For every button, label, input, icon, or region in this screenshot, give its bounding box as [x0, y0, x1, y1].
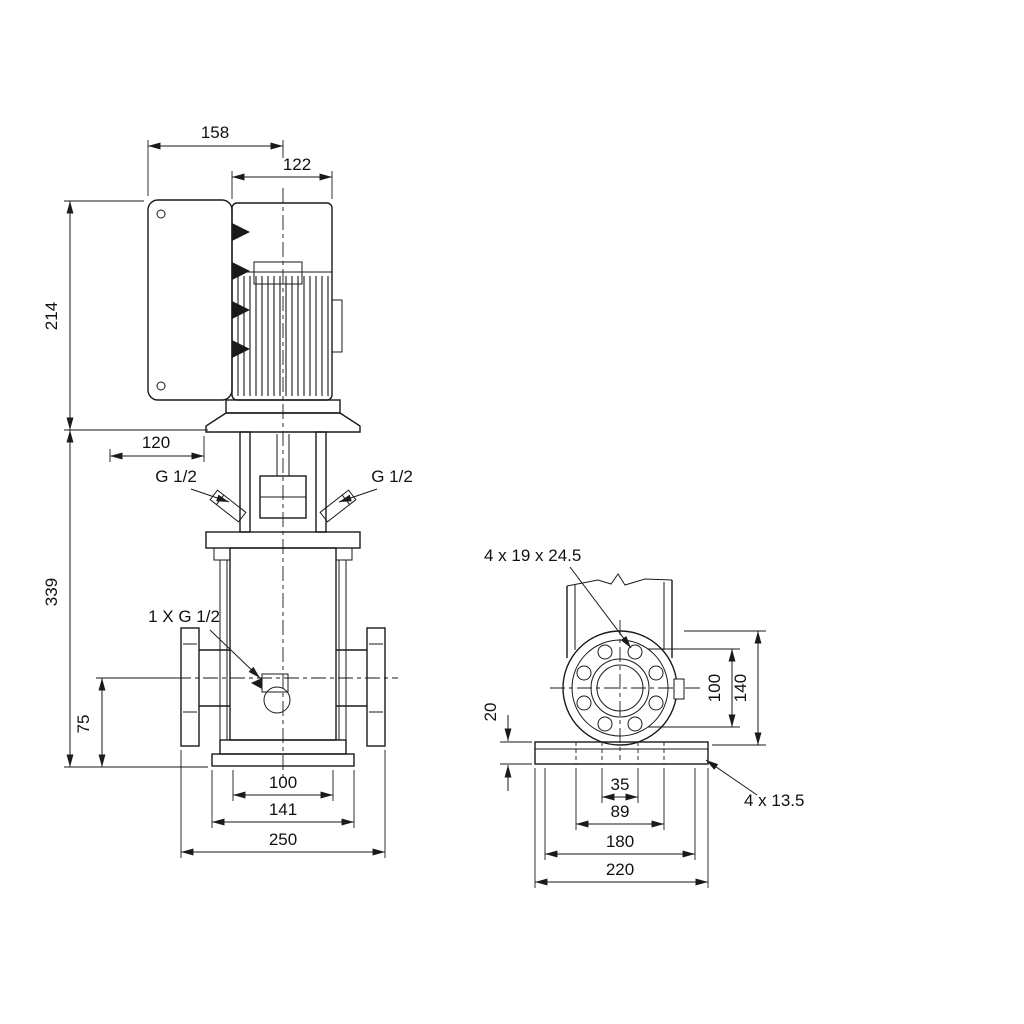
dim-158-label: 158: [201, 123, 229, 142]
suction-flange: [180, 627, 200, 747]
staybolt-nut-left: [213, 547, 231, 561]
dim-140-label: 140: [731, 674, 750, 702]
flange-bore: [596, 664, 644, 712]
leader-line-drain: [209, 629, 261, 679]
bolt-hole: [597, 644, 613, 660]
dim-122-label: 122: [283, 155, 311, 174]
dim-35-label: 35: [611, 775, 630, 794]
base-lower-front: [211, 753, 355, 767]
bolt-hole: [627, 716, 643, 732]
drain-plug-tip: [251, 678, 262, 689]
flange-bolt-lines: [183, 643, 383, 713]
motor-stool: [205, 412, 361, 433]
dim-141-label: 141: [269, 800, 297, 819]
dim-89-label: 89: [611, 802, 630, 821]
staybolt-nut-right: [335, 547, 353, 561]
bolt-hole: [648, 665, 664, 681]
dim-180-label: 180: [606, 832, 634, 851]
bolt-hole: [627, 644, 643, 660]
leader-line-gauge-right: [338, 488, 378, 503]
flange-hub-circle: [590, 658, 650, 718]
flange-side-tap: [673, 678, 685, 700]
drain-boss: [263, 686, 291, 714]
pump-shaft: [276, 434, 290, 476]
dim-339-label: 339: [42, 578, 61, 606]
gauge-plug-right-body: [319, 489, 357, 523]
drain-port-label: 1 X G 1/2: [148, 607, 220, 626]
break-line: [566, 573, 673, 587]
terminal-box: [253, 261, 303, 285]
flange-holes-label: 4 x 19 x 24.5: [484, 546, 581, 565]
front-view: 158 122 214 339 120 75 G 1/2 G 1/2 1 X G…: [42, 123, 413, 858]
flange-raised-face: [571, 639, 669, 737]
base-side: [534, 741, 709, 765]
dim-220-label: 220: [606, 860, 634, 879]
gauge-port-right-label: G 1/2: [371, 467, 413, 486]
dim-120-label: 120: [142, 433, 170, 452]
control-box-screw-top: [156, 209, 166, 219]
side-view: 4 x 19 x 24.5 20 100 140 35 89 180: [481, 546, 805, 888]
coupling-guard-right: [315, 431, 327, 533]
dim-20-label: 20: [481, 703, 500, 722]
cooling-fins: [237, 276, 329, 396]
motor-bracket: [331, 299, 343, 353]
discharge-flange: [366, 627, 386, 747]
port-stubs: [199, 649, 367, 707]
bolt-hole: [576, 665, 592, 681]
pump-column: [566, 580, 673, 658]
column-inner-lines: [574, 582, 665, 650]
anchor-hole-hidden-lines: [575, 742, 665, 764]
control-box: [147, 199, 233, 401]
box-clips: [232, 223, 250, 358]
bolt-hole: [597, 716, 613, 732]
bolt-hole: [576, 695, 592, 711]
control-box-screw-bottom: [156, 381, 166, 391]
dim-75-label: 75: [74, 715, 93, 734]
dim-100-front-label: 100: [269, 773, 297, 792]
bolt-hole: [648, 695, 664, 711]
dim-214-label: 214: [42, 302, 61, 330]
coupling-guard-left: [239, 431, 251, 533]
leader-line-gauge-left: [190, 488, 230, 503]
leader-line-base-holes: [705, 759, 758, 796]
base-holes-label: 4 x 13.5: [744, 791, 805, 810]
dim-250-label: 250: [269, 830, 297, 849]
leader-line-flange-holes: [569, 566, 632, 649]
gauge-plug-left-body: [209, 489, 247, 523]
dim-100-side-label: 100: [705, 674, 724, 702]
gauge-port-left-label: G 1/2: [155, 467, 197, 486]
